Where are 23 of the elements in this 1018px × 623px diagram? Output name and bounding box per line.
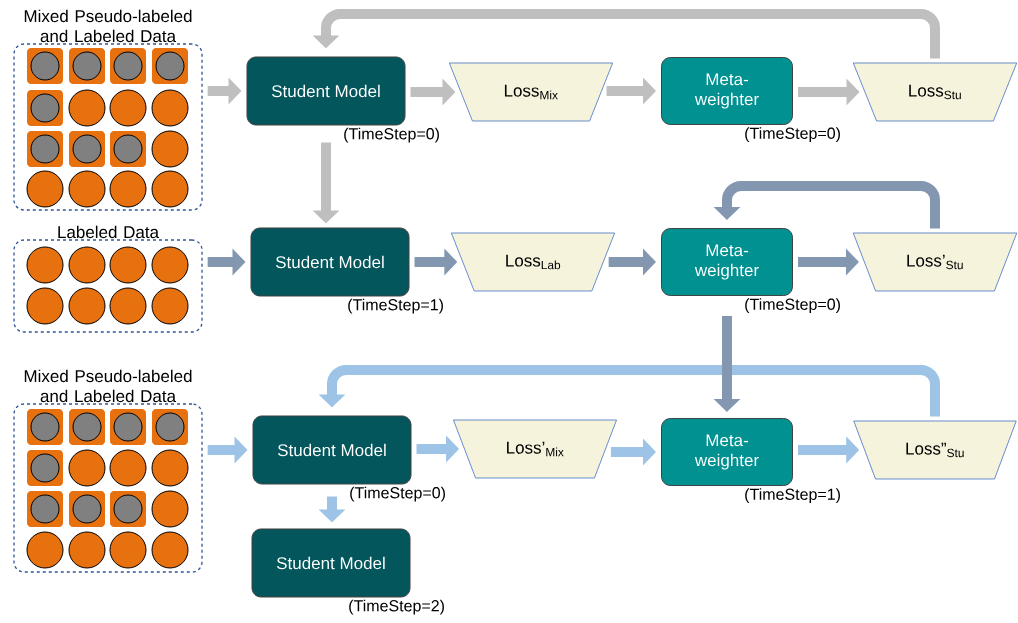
- loss-trapezoid: Loss$_{Lab}$: [450, 232, 616, 292]
- weighter-box: Meta-weighter: [661, 228, 793, 296]
- timestep-label: (TimeStep=0): [350, 486, 445, 502]
- box-heading: Mixed Pseudo-labeled and Labeled Data: [24, 9, 192, 43]
- model-box: Student Model: [250, 227, 410, 297]
- timestep-label: (TimeStep=1): [745, 488, 840, 504]
- model-box: Student Model: [252, 415, 412, 485]
- timestep-label: (TimeStep=0): [745, 127, 840, 143]
- model-box: Student Model: [246, 56, 406, 126]
- weighter-box: Meta-weighter: [661, 57, 793, 125]
- loss-trapezoid: Loss’$_{Mix}$: [453, 419, 617, 479]
- loss-trapezoid: Loss”$_{Stu}$: [853, 420, 1017, 480]
- box-heading: Mixed Pseudo-labeled and Labeled Data: [24, 369, 192, 403]
- loss-trapezoid: Loss$_{Mix}$: [448, 62, 614, 122]
- model-box: Student Model: [251, 528, 411, 598]
- box-heading: Labeled Data: [58, 225, 159, 239]
- timestep-label: (TimeStep=0): [344, 127, 439, 143]
- weighter-box: Meta-weighter: [661, 418, 793, 486]
- loss-trapezoid: Loss$_{Stu}$: [852, 62, 1018, 122]
- loss-trapezoid: Loss’$_{Stu}$: [852, 232, 1018, 292]
- timestep-label: (TimeStep=0): [745, 298, 840, 314]
- timestep-label: (TimeStep=1): [348, 298, 443, 314]
- timestep-label: (TimeStep=2): [349, 599, 444, 615]
